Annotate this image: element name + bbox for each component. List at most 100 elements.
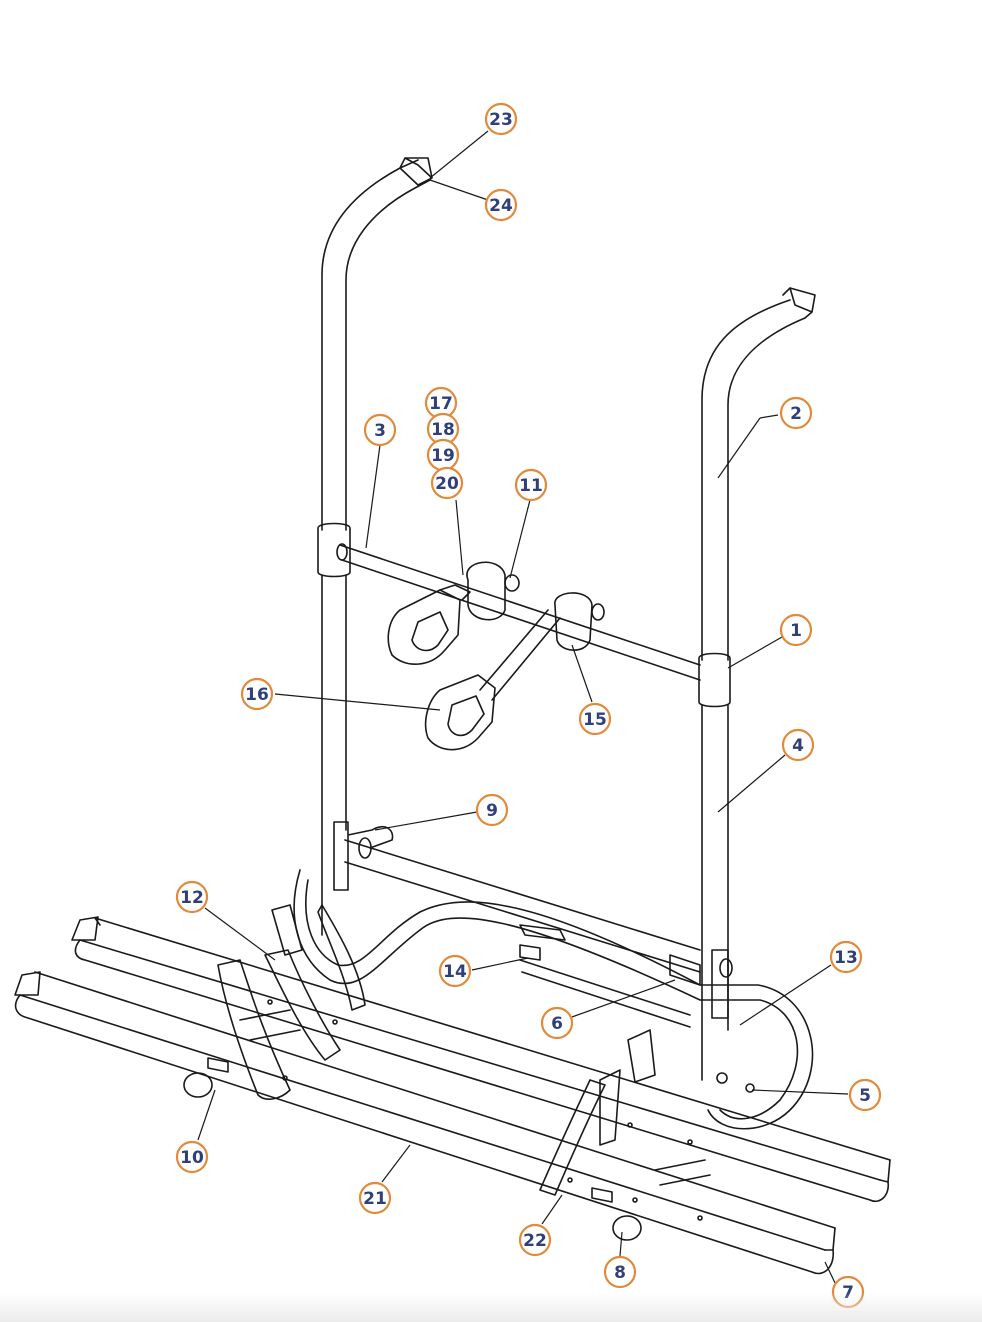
callout-ring	[175, 1140, 209, 1174]
left-upper-tube	[321, 159, 431, 531]
part-number-callouts: 123456789101112131415161718192021222324	[175, 102, 882, 1309]
callout-ring	[484, 102, 518, 136]
callout-15: 15	[578, 702, 612, 736]
callout-18: 18	[426, 412, 460, 446]
rail-clip-left	[207, 1057, 229, 1073]
callout-ring	[438, 954, 472, 988]
callout-number: 18	[431, 420, 455, 440]
callout-ring	[779, 613, 813, 647]
front-rail	[14, 971, 836, 1275]
rail-end-cap-left-back	[71, 916, 99, 941]
lower-clamp-jaw	[424, 674, 496, 751]
callout-number: 14	[443, 962, 467, 982]
callout-number: 9	[486, 801, 498, 821]
left-bracket	[333, 821, 394, 891]
callout-24: 24	[484, 188, 518, 222]
callout-3: 3	[363, 413, 397, 447]
callout-10: 10	[175, 1140, 209, 1174]
callout-ring	[175, 880, 209, 914]
callout-13: 13	[829, 940, 863, 974]
callout-number: 10	[180, 1148, 204, 1168]
upper-clamp-jaw	[387, 589, 461, 665]
left-foot	[183, 1072, 213, 1098]
callout-number: 16	[245, 685, 269, 705]
right-bracket	[711, 949, 729, 1019]
right-mid-bracket	[669, 954, 701, 986]
callout-6: 6	[540, 1006, 574, 1040]
rail-clip-right	[591, 1187, 613, 1203]
callout-number: 21	[363, 1189, 387, 1209]
callout-2: 2	[779, 396, 813, 430]
bottom-frame-loop	[293, 869, 799, 1120]
callout-ring	[363, 413, 397, 447]
callout-number: 20	[435, 474, 459, 494]
cross-bar	[339, 544, 701, 681]
bottom-fade	[0, 1292, 982, 1322]
callout-number: 12	[180, 888, 204, 908]
left-sleeve	[317, 522, 351, 578]
left-strap-front	[217, 959, 291, 1100]
callout-number: 1	[790, 621, 802, 641]
callout-number: 22	[523, 1231, 547, 1251]
callout-number: 23	[489, 110, 513, 130]
left-strap-back	[264, 949, 341, 1061]
bike-rack-line-drawing	[14, 157, 891, 1275]
callout-ring	[518, 1223, 552, 1257]
callout-number: 2	[790, 404, 802, 424]
callout-19: 19	[426, 438, 460, 472]
callout-number: 19	[431, 446, 455, 466]
left-tube-cap	[399, 157, 433, 186]
right-tube-cap	[782, 287, 816, 319]
callout-ring	[779, 396, 813, 430]
callout-14: 14	[438, 954, 472, 988]
right-strap	[539, 1079, 606, 1196]
lower-support-bar	[344, 839, 701, 973]
left-strap-holder	[271, 904, 366, 1011]
mid-bracket	[519, 924, 566, 961]
callout-ring	[358, 1181, 392, 1215]
callout-12: 12	[175, 880, 209, 914]
fixing-knob	[745, 1083, 755, 1093]
callout-number: 15	[583, 710, 607, 730]
callout-number: 4	[792, 736, 804, 756]
callout-number: 11	[519, 476, 543, 496]
callout-number: 6	[551, 1014, 563, 1034]
callout-ring	[781, 728, 815, 762]
lower-clamp-collar	[554, 592, 593, 651]
callout-9: 9	[475, 793, 509, 827]
callout-number: 13	[834, 948, 858, 968]
callout-ring	[475, 793, 509, 827]
callout-ring	[603, 1255, 637, 1289]
callout-5: 5	[848, 1078, 882, 1112]
right-strap-holder	[599, 1029, 656, 1146]
callout-number: 8	[614, 1263, 626, 1283]
callout-number: 3	[374, 421, 386, 441]
callout-ring	[514, 468, 548, 502]
callout-ring	[540, 1006, 574, 1040]
callout-number: 17	[429, 394, 453, 414]
callout-ring	[829, 940, 863, 974]
rail-end-cap-left-front	[14, 971, 41, 996]
callout-number: 5	[859, 1086, 871, 1106]
callout-ring	[578, 702, 612, 736]
callout-ring	[848, 1078, 882, 1112]
right-lower-tube	[701, 704, 729, 1081]
right-upper-tube	[701, 299, 806, 661]
callout-ring	[484, 188, 518, 222]
callout-4: 4	[781, 728, 815, 762]
callout-number: 24	[489, 196, 513, 216]
callout-ring	[240, 677, 274, 711]
right-sleeve	[698, 652, 731, 708]
callout-23: 23	[484, 102, 518, 136]
callout-8: 8	[603, 1255, 637, 1289]
callout-ring	[430, 466, 464, 500]
frame-holder-arm	[479, 609, 561, 701]
callout-leader-lines	[197, 130, 849, 1286]
upper-clamp-collar	[466, 561, 506, 621]
left-lower-tube	[321, 574, 347, 936]
callout-22: 22	[518, 1223, 552, 1257]
callout-1: 1	[779, 613, 813, 647]
callout-20: 20	[430, 466, 464, 500]
right-foot	[612, 1215, 642, 1241]
